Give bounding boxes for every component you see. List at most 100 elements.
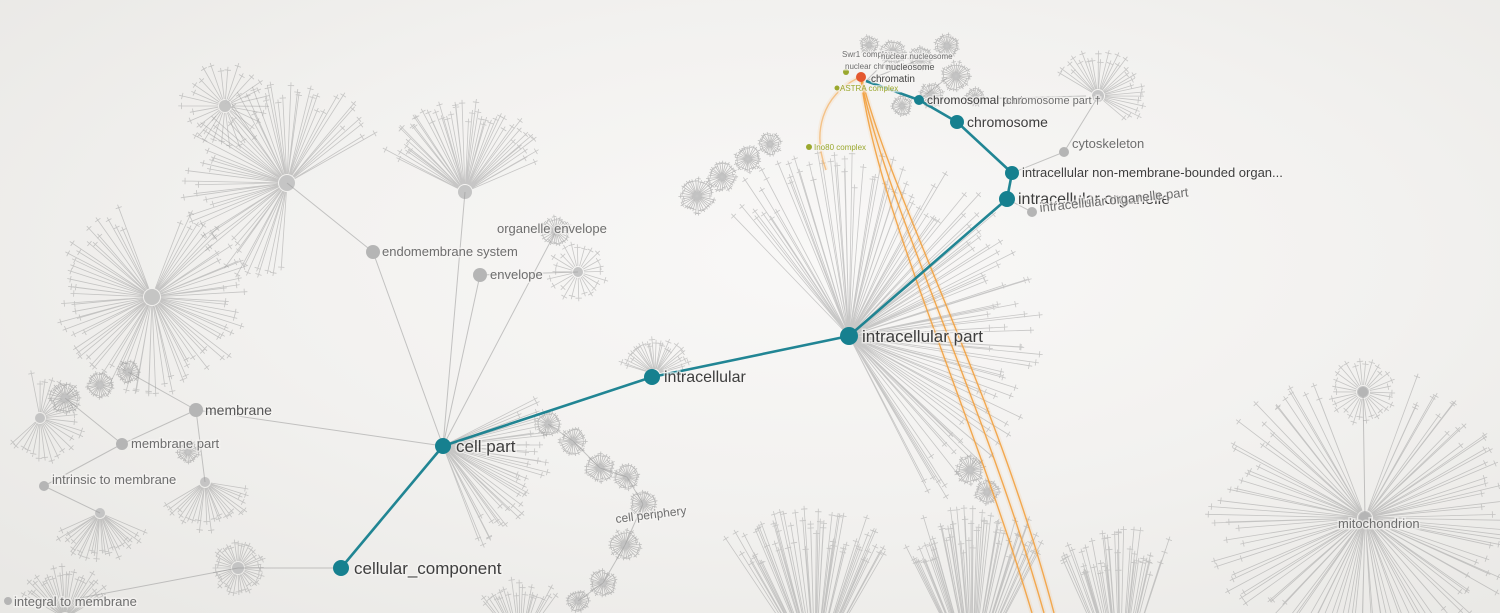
floating-label-5[interactable]: Swr1 complex bbox=[841, 49, 894, 61]
rosette-hub[interactable] bbox=[767, 141, 773, 147]
floating-label-10[interactable]: ASTRA complex bbox=[839, 83, 900, 95]
edge-gray bbox=[572, 440, 601, 469]
node-chromosome[interactable] bbox=[950, 115, 964, 129]
floating-label-9[interactable]: chromatin bbox=[870, 73, 917, 87]
floating-label-0[interactable]: organelle envelope bbox=[496, 220, 609, 238]
edge-gray bbox=[479, 271, 579, 276]
label-intrinsic_membrane[interactable]: intrinsic to membrane bbox=[51, 471, 178, 489]
node-integral_membrane[interactable] bbox=[4, 597, 12, 605]
edge-teal-chromosome-chromosomal_part bbox=[918, 98, 958, 124]
floating-label-2[interactable]: mitochondrion bbox=[1337, 515, 1422, 533]
node-non_membrane_organelle[interactable] bbox=[1005, 166, 1019, 180]
fan-cluster bbox=[731, 149, 1043, 500]
fan-cluster bbox=[178, 62, 270, 149]
fan-cluster-hub[interactable] bbox=[35, 413, 45, 423]
edge-gray bbox=[1063, 99, 1097, 153]
edge-teal-non_membrane_organelle-chromosome bbox=[956, 121, 1013, 174]
label-endomembrane[interactable]: endomembrane system bbox=[381, 243, 520, 261]
highlighted-path-teal bbox=[340, 79, 1014, 569]
edge-gray bbox=[626, 476, 644, 505]
collapsed-node-rosettes bbox=[47, 32, 1002, 613]
node-chromatin_dot[interactable] bbox=[843, 69, 849, 75]
node-mito_center[interactable] bbox=[1359, 512, 1371, 524]
rosette-hub[interactable] bbox=[943, 42, 951, 50]
edge-gray bbox=[286, 182, 374, 253]
highlighted-edge-bundle-orange bbox=[817, 75, 1057, 613]
rosette-hub[interactable] bbox=[185, 449, 191, 455]
node-organelle_part_node[interactable] bbox=[1027, 207, 1037, 217]
node-intracellular_part[interactable] bbox=[840, 327, 858, 345]
rosette-hub[interactable] bbox=[889, 48, 897, 56]
rosette-hub[interactable] bbox=[952, 72, 960, 80]
label-intracellular_organelle[interactable]: intracellular organelle bbox=[1017, 190, 1172, 210]
edge-teal-intracellular_part-intracellular_organelle bbox=[848, 198, 1008, 337]
node-membrane_part[interactable] bbox=[116, 438, 128, 450]
fan-cluster bbox=[1328, 358, 1396, 426]
label-integral_membrane[interactable]: integral to membrane bbox=[13, 593, 139, 611]
rosette-hub[interactable] bbox=[927, 91, 935, 99]
fan-cluster bbox=[480, 576, 559, 613]
fan-cluster bbox=[10, 370, 85, 464]
node-ino80_dot[interactable] bbox=[806, 144, 812, 150]
floating-label-4[interactable]: chromosome part † bbox=[1005, 94, 1103, 109]
label-cytoskeleton[interactable]: cytoskeleton bbox=[1071, 135, 1146, 153]
fan-cluster-hub[interactable] bbox=[144, 289, 160, 305]
edge-gray bbox=[195, 409, 444, 447]
label-membrane[interactable]: membrane bbox=[204, 401, 274, 420]
node-cellular_component[interactable] bbox=[333, 560, 349, 576]
rosette-hub[interactable] bbox=[966, 466, 974, 474]
node-intracellular[interactable] bbox=[644, 369, 660, 385]
floating-label-6[interactable]: nuclear nucleosome bbox=[880, 51, 955, 63]
floating-label-1[interactable]: cell periphery bbox=[613, 502, 689, 528]
node-nucleosome_hub[interactable] bbox=[856, 72, 866, 82]
label-cellular_component[interactable]: cellular_component bbox=[353, 558, 504, 580]
fan-cluster bbox=[55, 515, 148, 563]
edge-gray bbox=[442, 191, 466, 447]
label-chromosomal_part[interactable]: chromosomal part bbox=[926, 92, 1026, 109]
fan-cluster bbox=[20, 563, 107, 613]
label-intracellular[interactable]: intracellular bbox=[663, 368, 748, 388]
edge-gray bbox=[1362, 391, 1366, 519]
node-mito_rosette_node[interactable] bbox=[1358, 387, 1368, 397]
edge-gray bbox=[624, 503, 644, 546]
fan-cluster bbox=[57, 204, 248, 397]
label-membrane_part[interactable]: membrane part bbox=[130, 435, 222, 453]
node-intrinsic_membrane[interactable] bbox=[39, 481, 49, 491]
label-non_membrane_organelle[interactable]: intracellular non-membrane-bounded organ… bbox=[1021, 164, 1285, 182]
floating-label-3[interactable]: intracellular organelle part bbox=[1037, 183, 1191, 217]
node-intracellular_organelle[interactable] bbox=[999, 191, 1015, 207]
rosette-hub[interactable] bbox=[866, 42, 872, 48]
fan-cluster-hub[interactable] bbox=[1092, 90, 1104, 102]
floating-label-7[interactable]: nuclear chromatin bbox=[844, 61, 911, 73]
edge-gray bbox=[865, 55, 892, 82]
node-chromosomal_part[interactable] bbox=[914, 95, 924, 105]
floating-label-8[interactable]: nucleosome bbox=[885, 61, 937, 74]
edge-gray bbox=[865, 59, 919, 82]
rosette-hub[interactable] bbox=[917, 54, 925, 62]
label-chromosome[interactable]: chromosome bbox=[966, 113, 1050, 132]
rosette-hub[interactable] bbox=[692, 191, 702, 201]
rosette-hub[interactable] bbox=[899, 103, 905, 109]
fan-cluster bbox=[903, 504, 1045, 613]
label-envelope[interactable]: envelope bbox=[489, 266, 545, 284]
rosette-hub[interactable] bbox=[972, 94, 978, 100]
node-astra_dot[interactable] bbox=[834, 85, 840, 91]
node-envelope[interactable] bbox=[473, 268, 487, 282]
label-intracellular_part[interactable]: intracellular part bbox=[861, 326, 985, 348]
edge-gray bbox=[602, 544, 626, 584]
rosette-hub[interactable] bbox=[744, 155, 752, 163]
label-cell_part[interactable]: cell part bbox=[455, 436, 518, 458]
rosette-hub[interactable] bbox=[718, 173, 726, 181]
edge-teal-chromosomal_part-cluster_anchor bbox=[865, 79, 920, 102]
rosette-hub[interactable] bbox=[96, 381, 104, 389]
node-cell_part[interactable] bbox=[435, 438, 451, 454]
node-cytoskeleton[interactable] bbox=[1059, 147, 1069, 157]
floating-label-11[interactable]: Ino80 complex bbox=[813, 142, 868, 154]
node-membrane[interactable] bbox=[189, 403, 203, 417]
fan-cluster-hub[interactable] bbox=[219, 100, 231, 112]
rosette-hub[interactable] bbox=[983, 488, 991, 496]
rosette-cluster bbox=[757, 131, 783, 157]
node-endomembrane[interactable] bbox=[366, 245, 380, 259]
